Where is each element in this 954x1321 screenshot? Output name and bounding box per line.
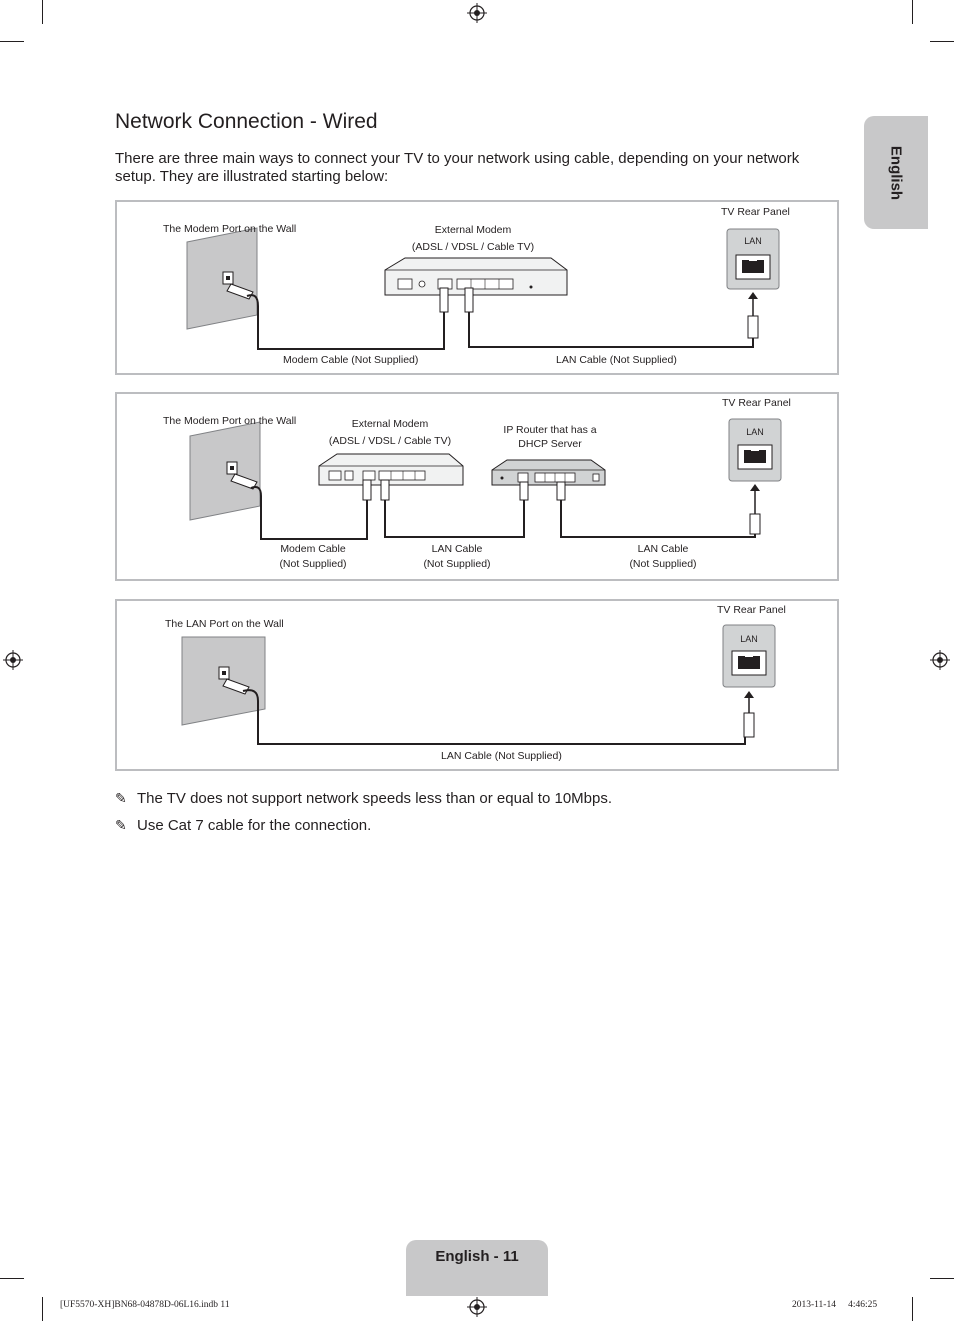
page-title: Network Connection - Wired — [115, 110, 378, 133]
lan-cable-b-label: LAN Cable — [637, 543, 689, 555]
pencil-note-icon: ✎ — [115, 790, 127, 806]
modem-label: External Modem — [351, 418, 429, 430]
crop-mark — [912, 1297, 913, 1321]
note-item: ✎ The TV does not support network speeds … — [115, 790, 612, 807]
external-modem-icon — [384, 257, 568, 296]
note-item: ✎ Use Cat 7 cable for the connection. — [115, 817, 371, 834]
registration-mark-icon — [467, 1297, 487, 1317]
wall-port-icon — [181, 636, 266, 726]
intro-paragraph: There are three main ways to connect you… — [115, 150, 800, 185]
language-side-tab-label: English — [887, 145, 905, 200]
crop-mark — [0, 1278, 24, 1279]
footer-timestamp: 2013-11-14   4:46:25 — [792, 1300, 878, 1310]
tv-rear-panel-icon — [722, 624, 776, 738]
diagram-modem-direct-drawing — [186, 227, 780, 350]
lan-cable-b-note: (Not Supplied) — [629, 558, 697, 570]
lan-port-label: LAN — [740, 634, 758, 644]
tv-rear-panel-label: TV Rear Panel — [722, 397, 791, 409]
router-label: IP Router that has a — [503, 424, 597, 436]
crop-mark — [42, 0, 43, 24]
ip-router-icon — [491, 459, 606, 486]
lan-cable-a-label: LAN Cable — [431, 543, 483, 555]
page-number-tab: English - 11 — [406, 1240, 548, 1296]
crop-mark — [0, 41, 24, 42]
crop-mark — [912, 0, 913, 24]
router-dhcp-label: DHCP Server — [518, 438, 582, 450]
language-side-tab: English — [864, 116, 928, 229]
crop-mark — [930, 1278, 954, 1279]
wall-port-label: The Modem Port on the Wall — [163, 415, 297, 427]
registration-mark-icon — [930, 650, 950, 670]
wall-port-icon — [189, 421, 261, 521]
modem-cable-note: (Not Supplied) — [279, 558, 347, 570]
modem-cable-label: Modem Cable (Not Supplied) — [283, 354, 419, 366]
lan-cable-a-note: (Not Supplied) — [423, 558, 491, 570]
tv-rear-panel-label: TV Rear Panel — [721, 206, 790, 218]
pencil-note-icon: ✎ — [115, 817, 127, 833]
lan-port-label: LAN — [746, 427, 764, 437]
lan-cable-label: LAN Cable (Not Supplied) — [441, 750, 562, 762]
page-number-label: English - 11 — [435, 1248, 519, 1265]
wall-port-label: The Modem Port on the Wall — [163, 223, 297, 235]
footer-file-info: [UF5570-XH]BN68-04878D-06L16.indb 11 — [60, 1300, 230, 1310]
diagram-modem-router — [115, 392, 839, 581]
modem-type-label: (ADSL / VDSL / Cable TV) — [411, 241, 535, 253]
external-modem-icon — [318, 453, 464, 486]
modem-label: External Modem — [434, 224, 512, 236]
lan-cable-label: LAN Cable (Not Supplied) — [556, 354, 677, 366]
registration-mark-icon — [467, 3, 487, 23]
modem-type-label: (ADSL / VDSL / Cable TV) — [328, 435, 452, 447]
modem-cable-label: Modem Cable — [280, 543, 346, 555]
note-text: Use Cat 7 cable for the connection. — [137, 817, 372, 834]
wall-port-icon — [186, 227, 258, 330]
lan-port-label: LAN — [744, 236, 762, 246]
tv-rear-panel-label: TV Rear Panel — [717, 604, 786, 616]
diagram-wall-lan-drawing — [181, 624, 776, 745]
tv-rear-panel-icon — [728, 418, 782, 535]
registration-mark-icon — [3, 650, 23, 670]
diagram-modem-router-drawing — [189, 418, 782, 540]
note-text: The TV does not support network speeds l… — [137, 790, 613, 807]
crop-mark — [42, 1297, 43, 1321]
crop-mark — [930, 41, 954, 42]
tv-rear-panel-icon — [726, 228, 780, 339]
wall-port-label: The LAN Port on the Wall — [165, 618, 284, 630]
